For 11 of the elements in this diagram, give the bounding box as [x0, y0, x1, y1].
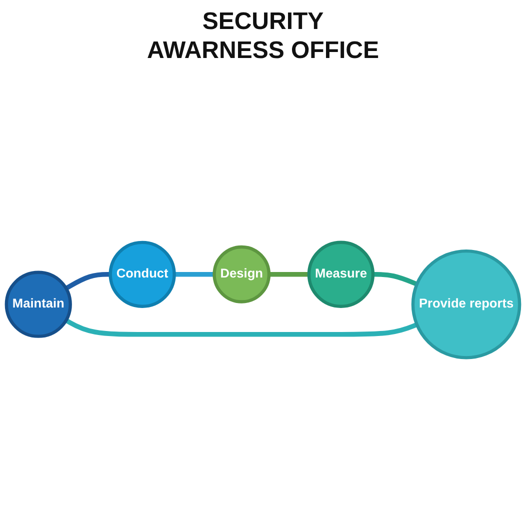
connector — [64, 318, 418, 337]
connector — [174, 272, 214, 277]
connector — [64, 272, 110, 290]
node-circle: Measure — [307, 240, 375, 308]
node-circle: Design — [212, 245, 271, 304]
node-circle: Provide reports — [411, 249, 522, 360]
node-circle: Conduct — [108, 240, 176, 308]
connector — [268, 272, 309, 277]
connector — [372, 272, 418, 286]
center-title: SECURITY AWARNESS OFFICE — [146, 8, 380, 66]
node-circle: Maintain — [4, 270, 72, 338]
